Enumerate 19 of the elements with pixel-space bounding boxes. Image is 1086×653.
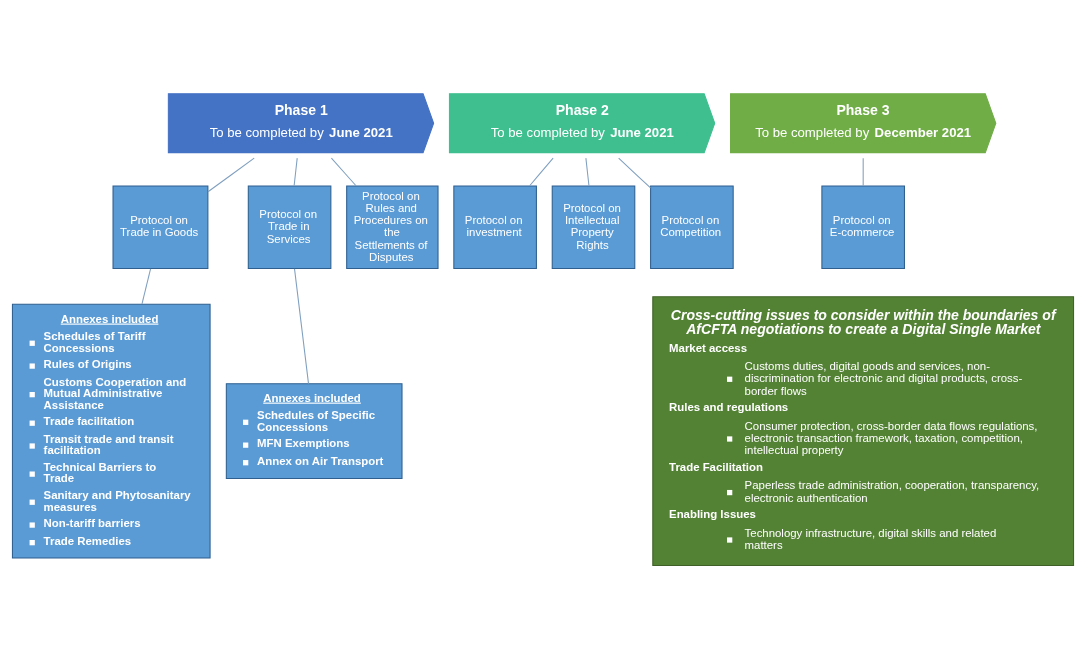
node-box: Cross-cutting issues to consider within the boundaries of AfCFTA negotiations to create a Digital Single Market Market access Customs duties, digital goods and services, non-discrimination for electronic and digital products, cross-border flows Rules and regulations Consumer protection, cross-border data flows regulations, electronic transaction framework, taxation, competition, intellectual property Trade Facilitation Paperless trade administration, cooperation, transparency, electronic authentication Enabling Issues Technology infrastructure, digital skills and related matters: [652, 295, 1075, 566]
node-box: Protocol on Trade in Goods: [112, 185, 209, 269]
connector: [294, 267, 310, 384]
node-box: Annexes included Schedules of Tariff Concessions Rules of Origins Customs Cooperation and Mutual Administrative Assistance Trade facilitation Transit trade and transit facilitation Technical Barriers to Trade Sanitary and Phytosanitary measures Non-tariff barriers Trade Remedies: [11, 303, 211, 559]
connector: [585, 157, 590, 186]
connector: [293, 157, 298, 186]
node-box: Annexes included Schedules of Specific Concessions MFN Exemptions Annex on Air Transport: [225, 382, 403, 479]
node-box: Protocol on Rules and Procedures on the Settlements of Disputes: [346, 185, 439, 269]
connector: [618, 157, 652, 188]
node-box: Protocol on E-commerce: [821, 185, 905, 269]
connector: [862, 157, 864, 186]
node-box: Protocol on investment: [453, 185, 537, 269]
node-box: Protocol on Trade in Services: [247, 185, 332, 269]
connector: [529, 157, 554, 186]
connector: [330, 157, 357, 186]
connector: [141, 267, 152, 304]
node-box: Protocol on Competition: [650, 185, 734, 269]
connector: [207, 157, 255, 192]
node-box: Protocol on Intellectual Property Rights: [551, 185, 636, 269]
